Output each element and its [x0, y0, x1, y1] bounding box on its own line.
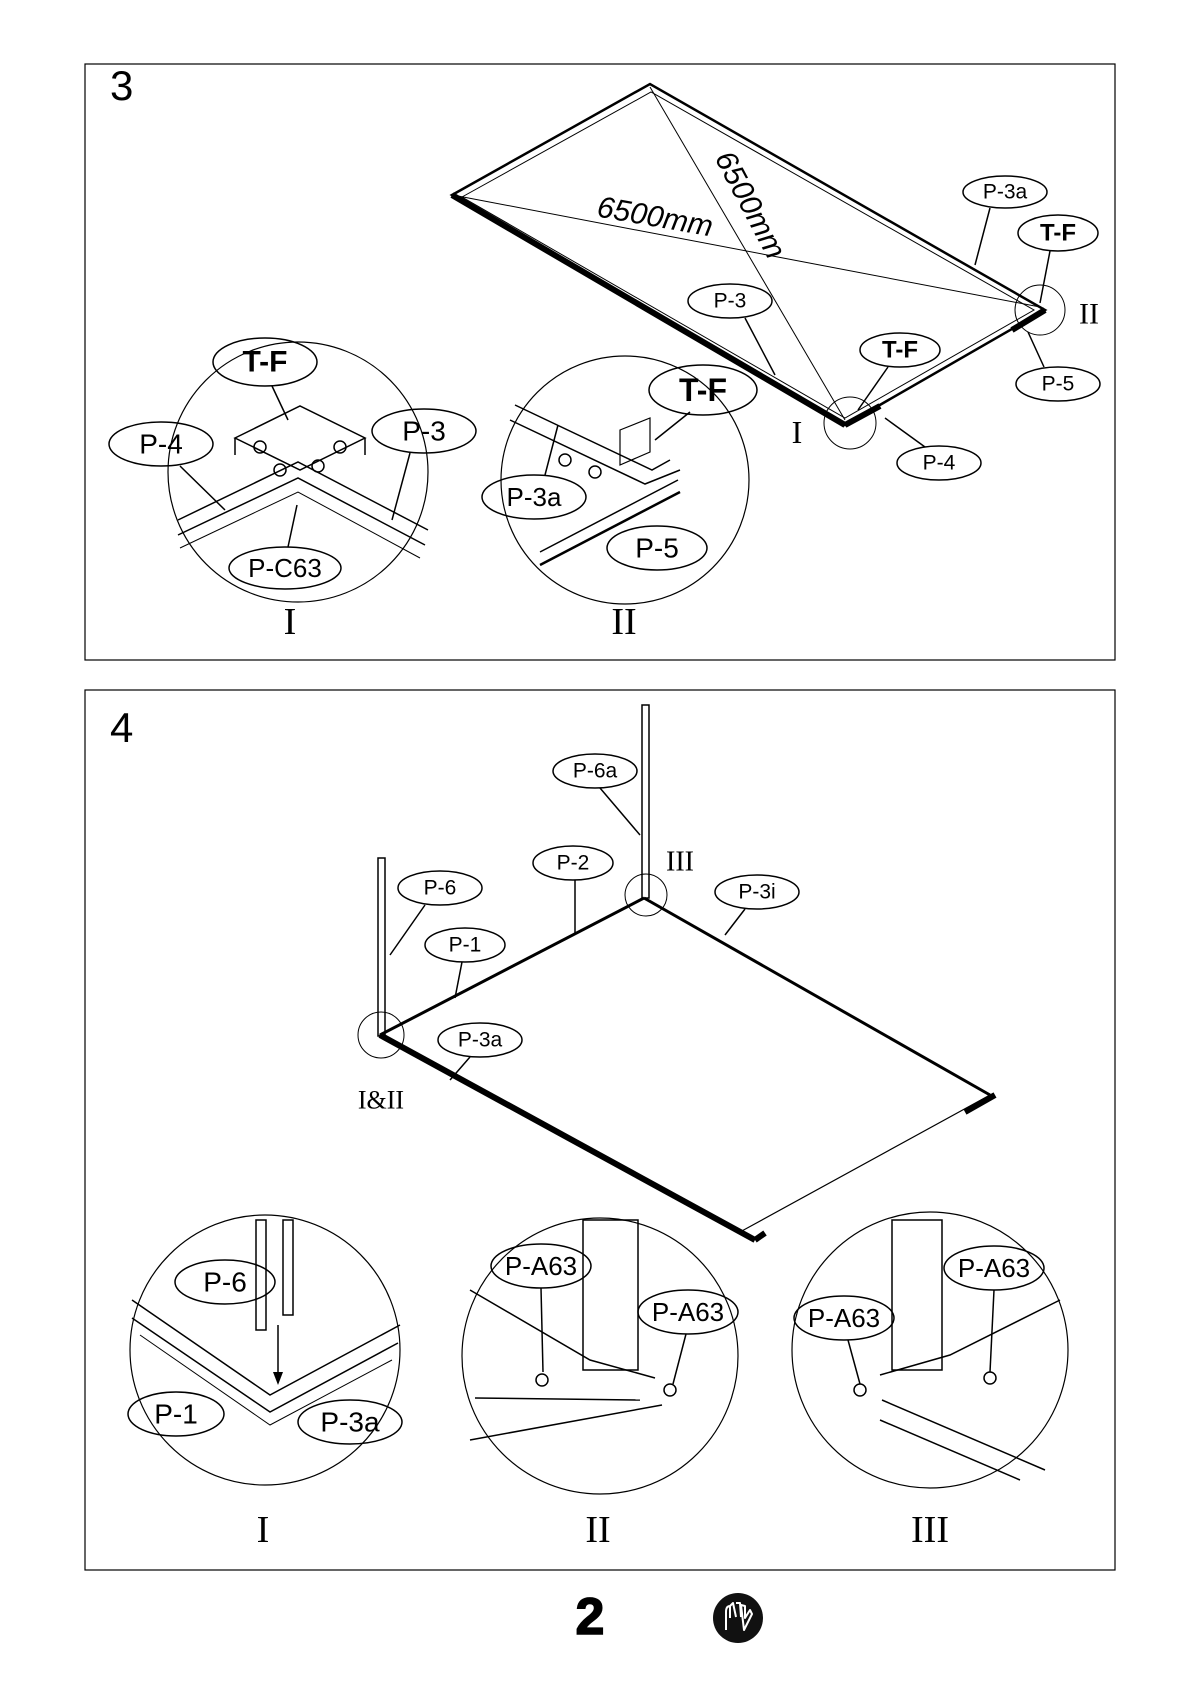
detail-circle-II-step4 — [462, 1218, 738, 1494]
label-P-6a: P-6a — [553, 754, 640, 835]
svg-text:P-3a: P-3a — [507, 482, 562, 512]
detail-I-label-T-F: T-F — [213, 338, 317, 420]
svg-text:P-A63: P-A63 — [505, 1251, 577, 1281]
svg-text:T-F: T-F — [882, 337, 918, 364]
svg-text:P-3a: P-3a — [458, 1029, 503, 1052]
detail-circle-I-step4 — [130, 1215, 400, 1485]
label-P-3i: P-3i — [715, 875, 799, 935]
step-4-base-frame — [378, 705, 995, 1240]
page-number: 2 — [576, 1588, 605, 1646]
detail-III-step4-label-P-A63-right: P-A63 — [944, 1246, 1044, 1372]
callout-II-label: II — [1079, 298, 1099, 331]
detail-I-step4-label-P-1: P-1 — [128, 1392, 224, 1436]
svg-text:P-3: P-3 — [402, 416, 446, 447]
callout-I-label: I — [792, 414, 803, 450]
detail-II-label-P-3a: P-3a — [482, 425, 586, 519]
detail-I-label-P-4: P-4 — [109, 422, 225, 510]
diagonal-dimension-a: 6500mm — [595, 191, 716, 244]
svg-text:P-3a: P-3a — [320, 1407, 380, 1438]
label-P-1: P-1 — [425, 928, 505, 998]
step-4-frame — [85, 690, 1115, 1570]
detail-II-label-T-F: T-F — [649, 365, 757, 440]
svg-text:P-3a: P-3a — [983, 181, 1028, 204]
detail-II-step4-label-P-A63-right: P-A63 — [638, 1290, 738, 1384]
label-T-F-mid: T-F — [858, 333, 940, 410]
svg-text:P-A63: P-A63 — [652, 1297, 724, 1327]
label-T-F-top: T-F — [1018, 215, 1098, 303]
svg-text:P-5: P-5 — [635, 533, 679, 564]
label-P-3a: P-3a — [963, 176, 1047, 265]
svg-text:P-5: P-5 — [1042, 373, 1075, 396]
step-3-number: 3 — [110, 62, 133, 109]
svg-text:T-F: T-F — [679, 372, 727, 408]
detail-III-step4-roman: III — [911, 1509, 949, 1551]
detail-I-step4-label-P-6: P-6 — [175, 1260, 275, 1304]
label-P-5-main: P-5 — [1016, 332, 1100, 401]
detail-III-step4-label-P-A63-left: P-A63 — [794, 1296, 894, 1384]
svg-text:P-6: P-6 — [424, 877, 457, 900]
svg-text:P-2: P-2 — [557, 852, 590, 875]
step-4-panel: 4 III I&II P-6a P-2 P-6 — [85, 690, 1115, 1570]
detail-I-label-P-C63: P-C63 — [229, 505, 341, 589]
svg-text:P-3: P-3 — [714, 290, 747, 313]
detail-I-step4-roman: I — [257, 1509, 270, 1551]
svg-text:P-A63: P-A63 — [958, 1253, 1030, 1283]
gloves-icon — [713, 1593, 763, 1643]
svg-text:T-F: T-F — [1040, 220, 1076, 247]
detail-I-step4-label-P-3a: P-3a — [298, 1400, 402, 1444]
detail-II-roman: II — [611, 601, 636, 643]
svg-text:P-6a: P-6a — [573, 760, 618, 783]
detail-I-roman: I — [284, 601, 297, 643]
step-3-base-frame — [452, 84, 1045, 425]
step-4-number: 4 — [110, 704, 133, 751]
label-P-4-main: P-4 — [885, 418, 981, 480]
svg-text:P-4: P-4 — [139, 429, 183, 460]
step-3-panel: 3 6500mm 6500mm I II P-3a T-F — [85, 62, 1115, 660]
svg-text:P-A63: P-A63 — [808, 1303, 880, 1333]
detail-II-step4-roman: II — [585, 1509, 610, 1551]
svg-text:P-1: P-1 — [449, 934, 482, 957]
detail-II-step4-label-P-A63-left: P-A63 — [491, 1244, 591, 1372]
callout-III-label: III — [666, 847, 694, 878]
svg-text:P-C63: P-C63 — [248, 553, 322, 583]
svg-text:P-3i: P-3i — [738, 881, 775, 904]
svg-text:P-4: P-4 — [923, 452, 956, 475]
svg-text:T-F: T-F — [243, 346, 288, 379]
detail-II-label-P-5: P-5 — [607, 526, 707, 570]
step-3-frame — [85, 64, 1115, 660]
svg-text:P-1: P-1 — [154, 1399, 198, 1430]
callout-I-II-label: I&II — [358, 1086, 404, 1115]
svg-text:P-6: P-6 — [203, 1267, 247, 1298]
callout-circle-III — [625, 874, 667, 916]
